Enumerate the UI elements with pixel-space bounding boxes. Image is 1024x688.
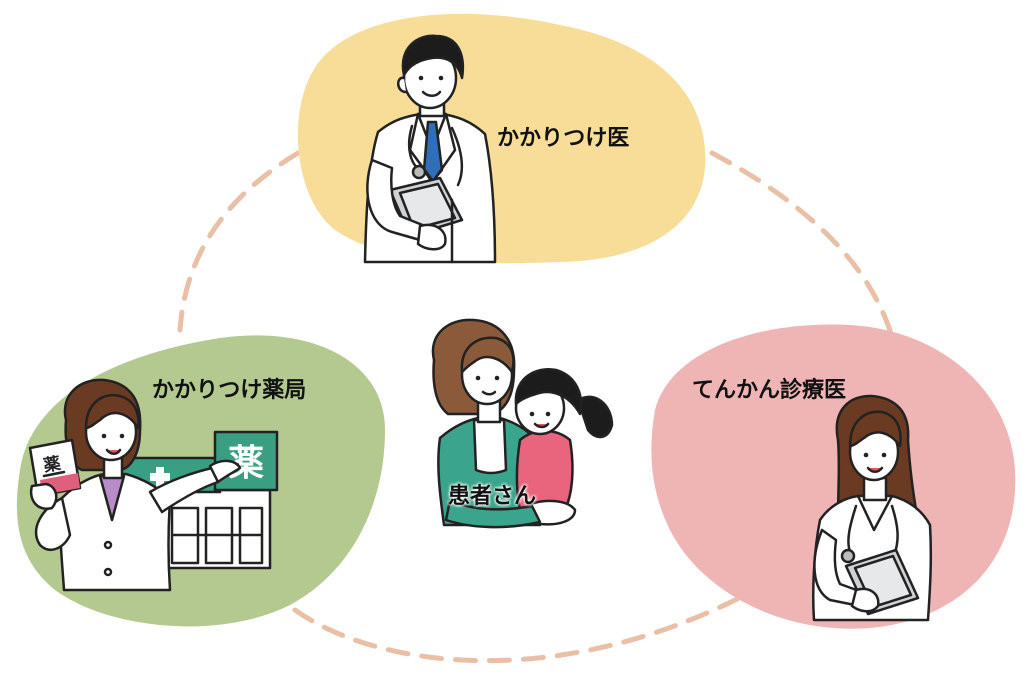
connection-ring <box>177 150 896 664</box>
epilepsy-clinic-label: てんかん診療医 <box>692 378 847 403</box>
medicine-card-text: 薬 <box>42 454 62 477</box>
doctor-figure-icon <box>363 34 497 264</box>
mother-and-child-icon <box>431 318 614 529</box>
patient-label: 患者さん <box>448 484 537 509</box>
female-doctor-figure-icon <box>812 394 933 622</box>
family-doctor-label: かかりつけ医 <box>497 126 630 151</box>
pharmacist-figure-icon: 薬 <box>28 378 242 592</box>
family-pharmacy-label: かかりつけ薬局 <box>152 378 307 403</box>
